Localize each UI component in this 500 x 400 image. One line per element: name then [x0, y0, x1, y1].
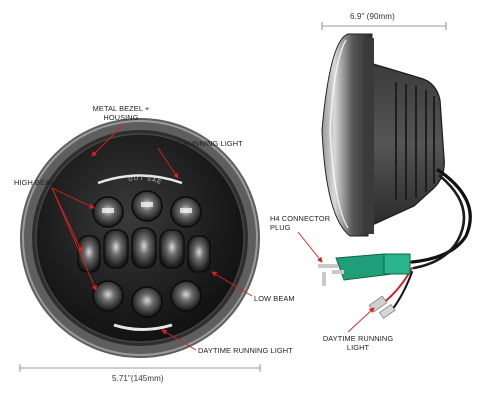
low-beam-reflectors — [77, 227, 211, 273]
reflector-cell — [187, 235, 211, 273]
reflector-cell — [131, 227, 157, 269]
wire-black — [410, 168, 472, 264]
label-drl-plug: DAYTIME RUNNING LIGHT — [318, 334, 398, 352]
heat-sink-fins — [395, 82, 435, 200]
arrow-drl-bottom — [161, 329, 197, 351]
reflector-cell — [77, 235, 101, 273]
connector-pin — [318, 264, 338, 268]
led-projector — [170, 280, 202, 312]
plug-terminal — [379, 304, 396, 319]
arrow-high-beam-3 — [51, 187, 97, 291]
drl-plug — [368, 295, 396, 319]
mounting-ring — [364, 38, 374, 234]
label-line: DAYTIME RUNNING — [322, 334, 394, 343]
arrow-h4 — [297, 231, 323, 263]
drl-strip-bottom — [113, 323, 173, 331]
label-line: METAL BEZEL + — [92, 104, 150, 113]
label-drl-top: DAYTIME RUNNING LIGHT — [148, 139, 243, 148]
label-drl-bottom: DAYTIME RUNNING LIGHT — [198, 346, 293, 355]
label-high-beam: HIGH BEAM — [14, 178, 57, 187]
label-line: LIGHT — [346, 343, 370, 352]
label-low-beam: LOW BEAM — [254, 294, 295, 303]
connector-pin — [322, 272, 326, 286]
led-chip — [102, 208, 114, 213]
lens-edge — [35, 133, 245, 343]
lens-dome-edge — [329, 39, 349, 229]
label-line: H4 CONNECTOR — [270, 214, 331, 223]
arrow-high-beam-1 — [51, 187, 95, 209]
rear-housing — [359, 59, 445, 227]
led-projector — [131, 286, 163, 318]
led-chip — [141, 202, 153, 207]
label-line: HOUSING — [103, 113, 139, 122]
wire-black-3 — [391, 271, 413, 311]
h4-connector — [318, 253, 411, 286]
callout-arrows — [51, 123, 375, 351]
side-view — [321, 33, 445, 237]
led-chip — [180, 208, 192, 213]
arrow-low-beam — [211, 271, 253, 297]
reflector-cell — [159, 229, 185, 269]
bottom-projectors — [92, 280, 202, 318]
wire-black-2 — [412, 174, 466, 270]
dimension-lines — [19, 22, 447, 372]
bezel-highlight — [22, 120, 258, 356]
arrow-drl-plug — [347, 307, 375, 333]
label-h4-connector: H4 CONNECTOR PLUG — [270, 214, 330, 232]
led-projector — [92, 280, 124, 312]
label-side-width: 6.9" (90mm) — [350, 12, 395, 21]
label-line: PLUG — [270, 223, 291, 232]
high-beam-projectors — [92, 190, 202, 228]
label-front-width: 5.71"(145mm) — [112, 374, 164, 383]
connector-pin — [332, 270, 344, 274]
drl-strip-top — [97, 174, 183, 185]
arrow-metal-bezel — [91, 123, 125, 157]
reflector-cell — [103, 229, 129, 269]
label-metal-bezel: METAL BEZEL + HOUSING — [86, 104, 156, 122]
arrow-drl-top — [157, 147, 179, 179]
connector-collar — [383, 253, 411, 275]
front-view — [20, 118, 260, 358]
